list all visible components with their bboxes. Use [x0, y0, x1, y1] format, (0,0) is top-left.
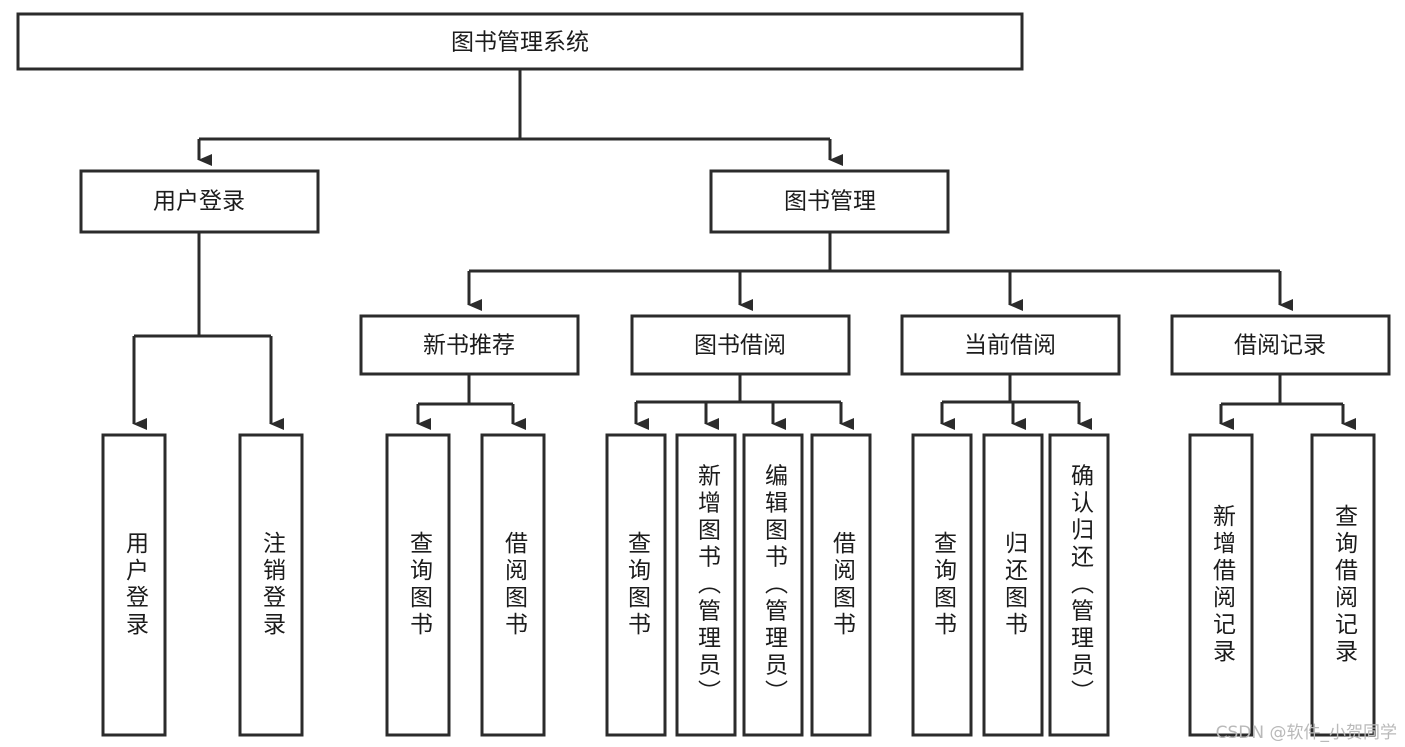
node-root-label: 图书管理系统	[451, 30, 589, 56]
node-book-borrow-box[interactable]	[630, 314, 851, 376]
node-leaf-query-book-borrow[interactable]: 查询图书	[605, 433, 667, 737]
node-leaf-edit-book-box[interactable]	[742, 433, 804, 737]
node-user-login[interactable]: 用户登录	[79, 169, 320, 234]
node-leaf-edit-book-label: 编辑图书（管理员）	[761, 464, 789, 707]
node-borrow-record[interactable]: 借阅记录	[1170, 314, 1391, 376]
node-user-login-label: 用户登录	[153, 189, 245, 215]
node-book-management[interactable]: 图书管理	[709, 169, 950, 234]
node-leaf-edit-book[interactable]: 编辑图书（管理员）	[742, 433, 804, 737]
node-leaf-add-borrow-record[interactable]: 新增借阅记录	[1188, 433, 1254, 737]
node-leaf-confirm-return-label: 确认归还（管理员）	[1067, 464, 1095, 707]
node-leaf-user-login-box[interactable]	[101, 433, 167, 737]
node-leaf-query-book-current[interactable]: 查询图书	[911, 433, 973, 737]
node-new-book-recommend-label: 新书推荐	[423, 333, 515, 359]
node-leaf-return-book[interactable]: 归还图书	[982, 433, 1044, 737]
node-book-borrow[interactable]: 图书借阅	[630, 314, 851, 376]
node-book-borrow-label: 图书借阅	[694, 333, 786, 359]
node-current-borrow-label: 当前借阅	[964, 333, 1056, 359]
node-leaf-borrow-book-recommend-label: 借阅图书	[501, 531, 529, 639]
node-book-management-label: 图书管理	[784, 189, 876, 215]
node-leaf-query-book-current-box[interactable]	[911, 433, 973, 737]
node-leaf-borrow-book-recommend[interactable]: 借阅图书	[480, 433, 546, 737]
node-borrow-record-label: 借阅记录	[1234, 333, 1326, 359]
node-leaf-logout-label: 注销登录	[259, 531, 287, 639]
node-leaf-confirm-return[interactable]: 确认归还（管理员）	[1048, 433, 1110, 737]
node-leaf-confirm-return-box[interactable]	[1048, 433, 1110, 737]
node-leaf-query-book-recommend[interactable]: 查询图书	[385, 433, 451, 737]
node-book-management-box[interactable]	[709, 169, 950, 234]
node-leaf-query-borrow-record-box[interactable]	[1310, 433, 1376, 737]
node-leaf-add-book[interactable]: 新增图书（管理员）	[675, 433, 737, 737]
node-leaf-query-book-current-label: 查询图书	[930, 531, 958, 639]
node-leaf-borrow-book-box[interactable]	[810, 433, 872, 737]
node-borrow-record-box[interactable]	[1170, 314, 1391, 376]
node-leaf-query-borrow-record[interactable]: 查询借阅记录	[1310, 433, 1376, 737]
node-leaf-logout[interactable]: 注销登录	[238, 433, 304, 737]
node-leaf-return-book-box[interactable]	[982, 433, 1044, 737]
node-leaf-query-book-borrow-label: 查询图书	[624, 531, 652, 639]
node-leaf-add-borrow-record-box[interactable]	[1188, 433, 1254, 737]
node-leaf-query-book-recommend-label: 查询图书	[406, 531, 434, 639]
node-leaf-query-book-borrow-box[interactable]	[605, 433, 667, 737]
node-leaf-add-borrow-record-label: 新增借阅记录	[1209, 504, 1237, 666]
node-new-book-recommend-box[interactable]	[359, 314, 580, 376]
node-leaf-add-book-box[interactable]	[675, 433, 737, 737]
node-leaf-borrow-book-label: 借阅图书	[829, 531, 857, 639]
node-leaf-query-book-recommend-box[interactable]	[385, 433, 451, 737]
node-leaf-query-borrow-record-label: 查询借阅记录	[1331, 504, 1359, 666]
node-new-book-recommend[interactable]: 新书推荐	[359, 314, 580, 376]
node-current-borrow[interactable]: 当前借阅	[900, 314, 1121, 376]
connectors	[132, 69, 1356, 430]
node-root-box[interactable]	[16, 12, 1024, 71]
node-leaf-borrow-book-recommend-box[interactable]	[480, 433, 546, 737]
node-leaf-logout-box[interactable]	[238, 433, 304, 737]
node-root[interactable]: 图书管理系统	[16, 12, 1024, 71]
node-current-borrow-box[interactable]	[900, 314, 1121, 376]
node-leaf-user-login-label: 用户登录	[122, 531, 150, 639]
node-user-login-box[interactable]	[79, 169, 320, 234]
node-leaf-return-book-label: 归还图书	[1001, 531, 1029, 639]
node-leaf-borrow-book[interactable]: 借阅图书	[810, 433, 872, 737]
node-leaf-add-book-label: 新增图书（管理员）	[694, 464, 722, 707]
node-leaf-user-login[interactable]: 用户登录	[101, 433, 167, 737]
